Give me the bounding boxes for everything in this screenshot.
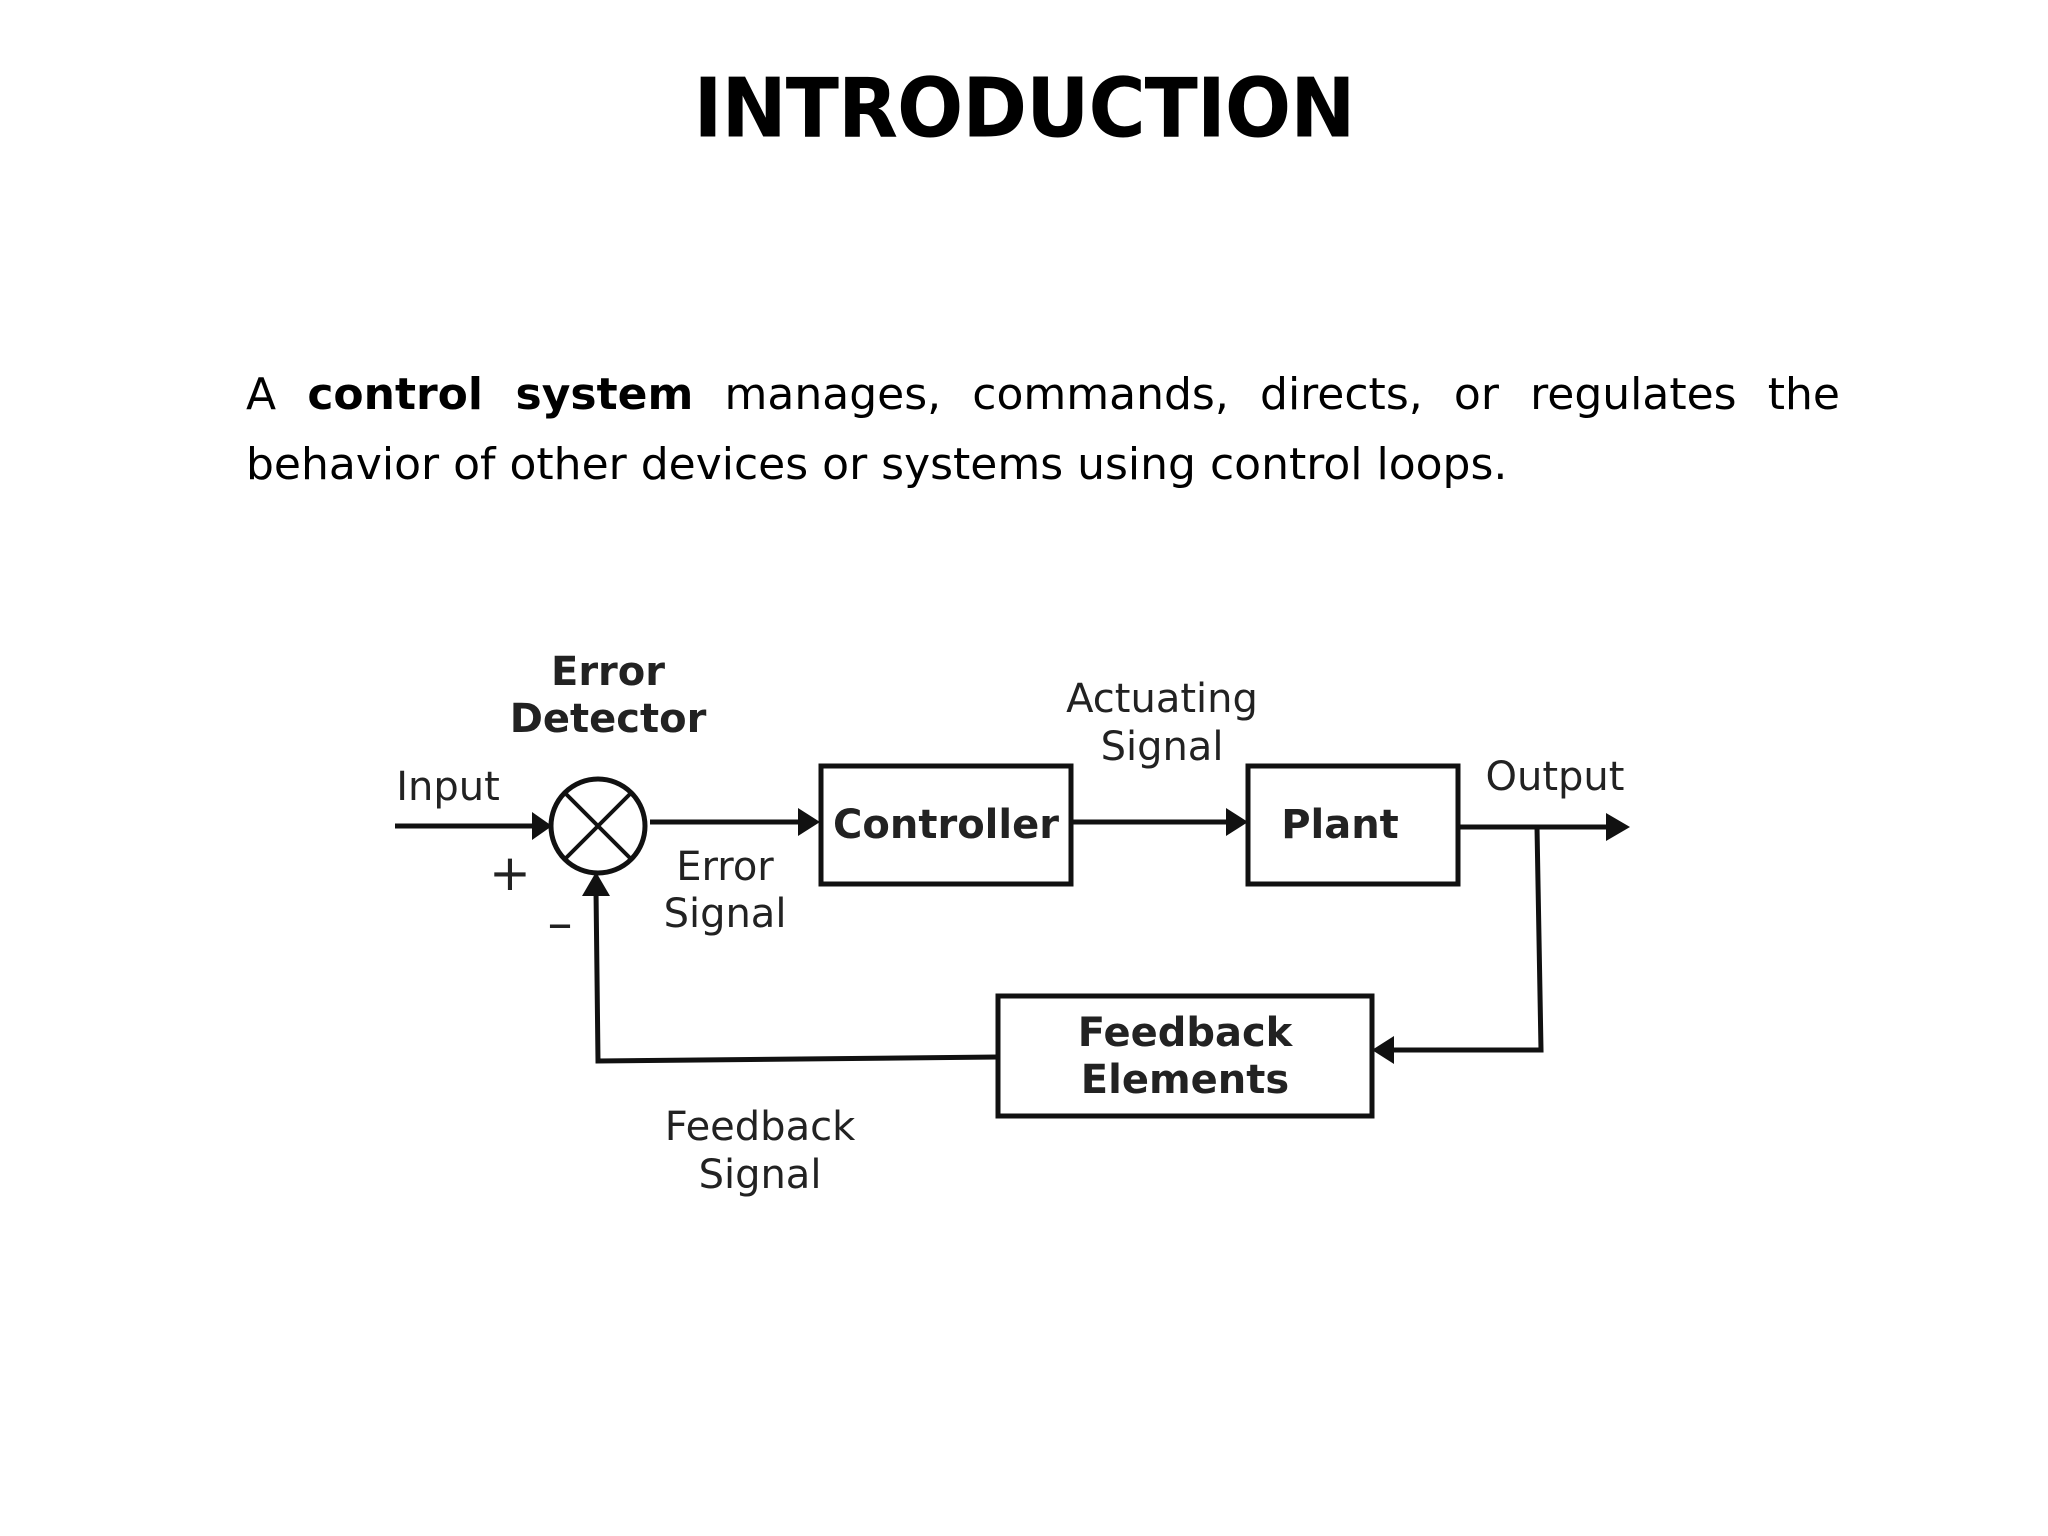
error-signal-label-line1: Error — [676, 844, 774, 890]
controller-label: Controller — [833, 802, 1059, 848]
feedback-elements-label-line1: Feedback — [1078, 1010, 1294, 1056]
intro-paragraph: A control system manages, commands, dire… — [246, 360, 1840, 500]
actuating-signal-arrow — [1071, 808, 1248, 836]
paragraph-lead: A — [246, 369, 277, 420]
error-detector-label-line1: Error — [551, 649, 665, 695]
output-arrow — [1458, 813, 1630, 841]
output-label: Output — [1486, 754, 1625, 800]
plus-sign: + — [489, 844, 531, 902]
feedback-signal-label-line2: Signal — [699, 1152, 822, 1198]
feedback-elements-label-line2: Elements — [1081, 1057, 1289, 1103]
paragraph-term: control system — [307, 369, 694, 420]
feedback-path-left — [582, 872, 999, 1064]
input-label: Input — [396, 764, 500, 810]
controller-block — [818, 763, 1074, 887]
error-signal-arrow — [650, 808, 820, 836]
feedback-elements-block — [995, 993, 1375, 1119]
input-arrow — [395, 812, 552, 840]
feedback-signal-label-line1: Feedback — [665, 1104, 856, 1150]
actuating-signal-label-line2: Signal — [1101, 724, 1224, 770]
plant-block — [1245, 763, 1461, 887]
error-detector — [548, 776, 648, 876]
error-detector-label-line2: Detector — [510, 696, 707, 742]
plant-label: Plant — [1281, 802, 1399, 848]
actuating-signal-label-line1: Actuating — [1066, 676, 1258, 722]
slide-title: INTRODUCTION — [693, 61, 1355, 157]
error-signal-label-line2: Signal — [664, 891, 787, 937]
minus-sign: – — [548, 894, 573, 952]
feedback-path-right — [1372, 826, 1544, 1064]
paragraph-rest: manages, commands, directs, or regulates… — [246, 369, 1840, 490]
